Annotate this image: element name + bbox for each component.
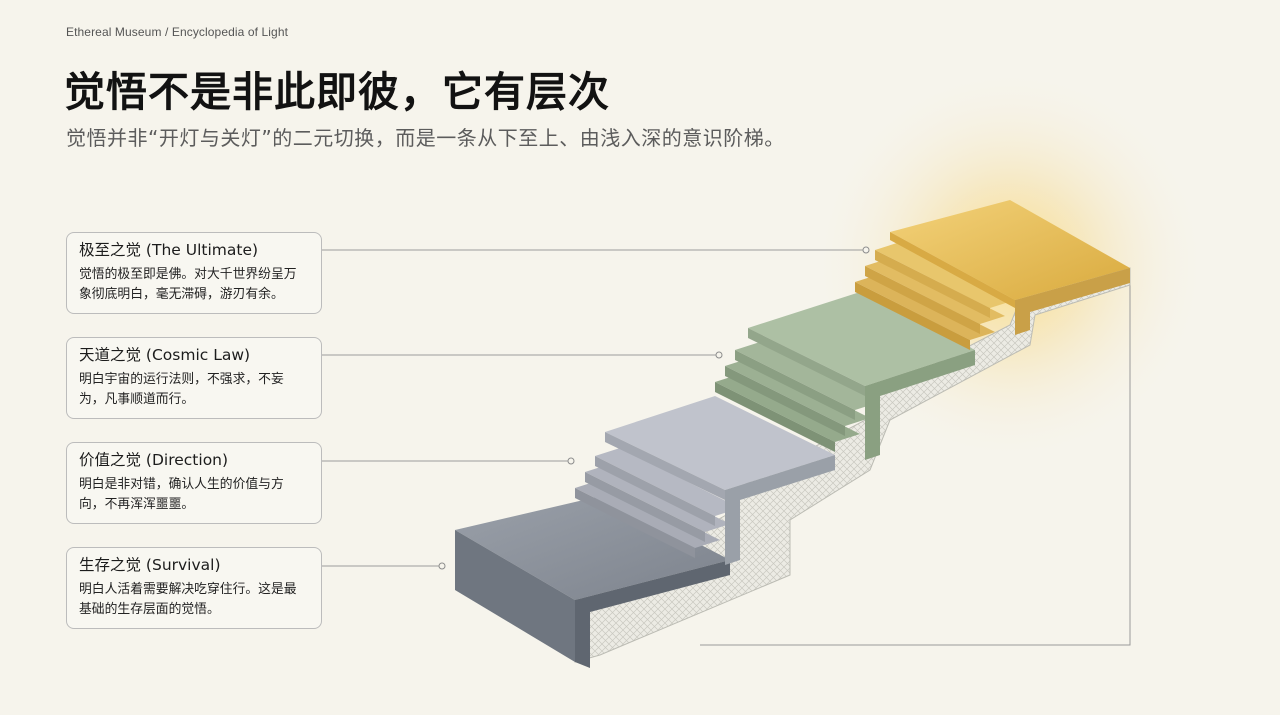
survival-front [455,530,575,662]
level-title-survival: 生存之觉 (Survival) [79,556,221,574]
level-title-direction: 价值之觉 (Direction) [79,451,229,469]
cosmic-step-3-riser [735,350,855,420]
level-card-cosmic: 天道之觉 (Cosmic Law) 明白宇宙的运行法则，不强求，不妄为，凡事顺道… [66,337,322,419]
leader-dot-direction [567,457,575,465]
level-card-survival: 生存之觉 (Survival) 明白人活着需要解决吃穿住行。这是最基础的生存层面… [66,547,322,629]
frame-line [700,268,1131,646]
cosmic-side [865,350,975,460]
cosmic-step-3 [735,342,880,410]
page-title: 觉悟不是非此即彼，它有层次 [64,68,610,116]
ultimate-platform-riser [890,232,1015,308]
direction-step-3-riser [595,456,715,526]
cosmic-platform [748,292,975,386]
direction-platform [605,396,835,490]
direction-platform-riser [605,432,725,500]
level-title-cosmic: 天道之觉 (Cosmic Law) [79,346,251,364]
survival-side [575,560,730,668]
survival-top [455,495,730,600]
leader-dot-cosmic [715,351,723,359]
ultimate-platform [890,200,1130,300]
ultimate-step-2-riser [865,266,980,334]
cosmic-platform-riser [748,328,865,396]
level-card-ultimate: 极至之觉 (The Ultimate) 觉悟的极至即是佛。对大千世界纷呈万象彻底… [66,232,322,314]
ultimate-step-3 [875,242,1015,308]
direction-step-1-riser [575,488,695,558]
breadcrumb: Ethereal Museum / Encyclopedia of Light [66,25,289,39]
cosmic-step-2-riser [725,366,845,436]
level-desc-survival: 明白人活着需要解决吃穿住行。这是最基础的生存层面的觉悟。 [79,582,297,617]
level-title-ultimate: 极至之觉 (The Ultimate) [79,241,259,259]
leader-dot-ultimate [862,246,870,254]
page-subtitle: 觉悟并非“开灯与关灯”的二元切换，而是一条从下至上、由浅入深的意识阶梯。 [66,126,785,150]
direction-step-3 [595,448,740,516]
ultimate-step-3-riser [875,250,990,318]
level-card-direction: 价值之觉 (Direction) 明白是非对错，确认人生的价值与方向，不再浑浑噩… [66,442,322,524]
direction-step-2-riser [585,472,705,542]
cosmic-step-1-riser [715,382,835,452]
level-desc-direction: 明白是非对错，确认人生的价值与方向，不再浑浑噩噩。 [79,477,284,512]
leader-dot-survival [438,562,446,570]
direction-side [725,455,835,565]
ultimate-side [1015,268,1130,335]
level-desc-cosmic: 明白宇宙的运行法则，不强求，不妄为，凡事顺道而行。 [79,372,284,407]
ultimate-step-1-riser [855,282,970,350]
level-desc-ultimate: 觉悟的极至即是佛。对大千世界纷呈万象彻底明白，毫无滞碍，游刃有余。 [79,267,297,302]
